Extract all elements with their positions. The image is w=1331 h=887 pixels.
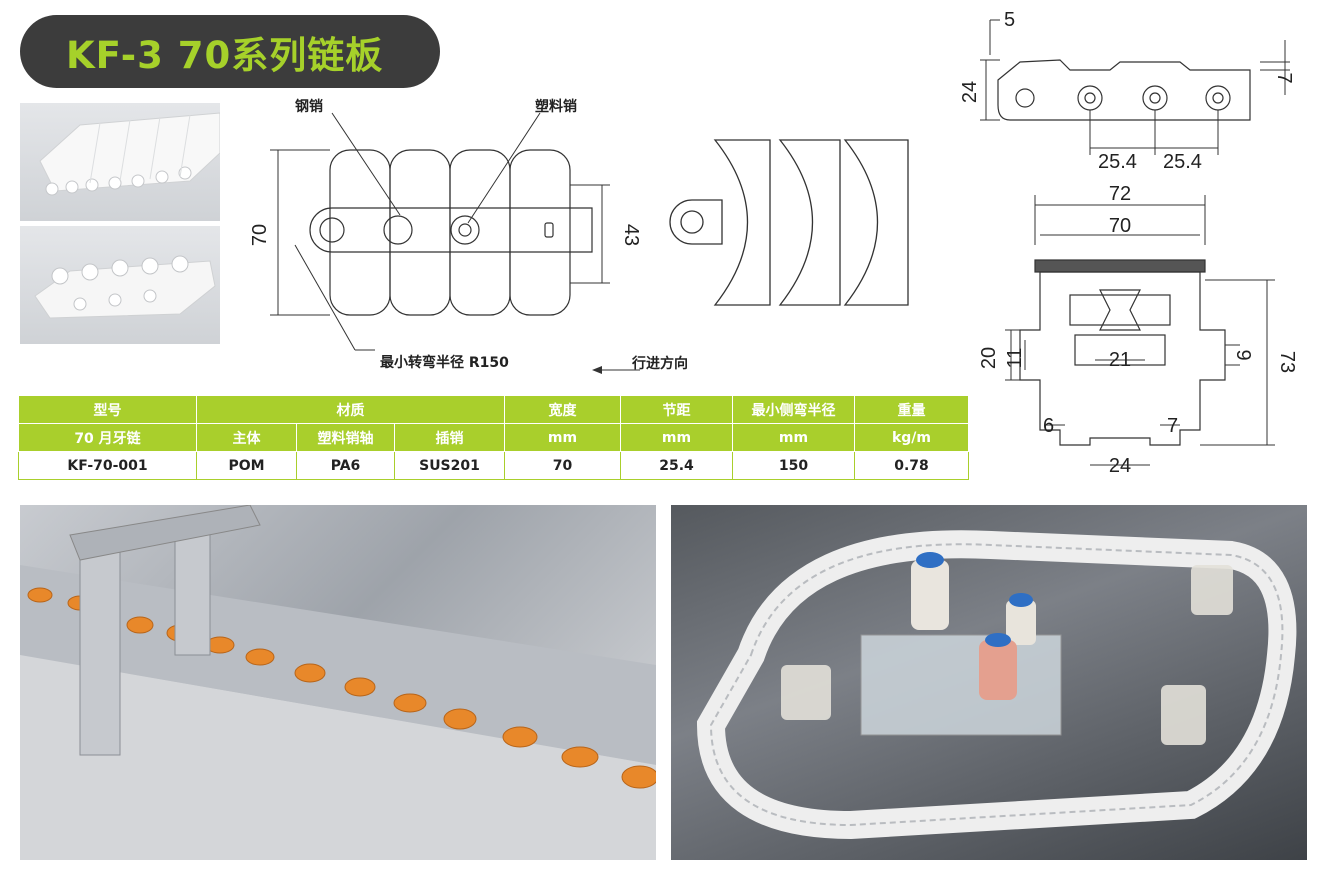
subheader-plastic-pin-shaft: 塑料销轴 [296,423,395,452]
section-dim-left-height: 20 [978,347,1000,369]
side-dim-pitch-a: 25.4 [1098,151,1137,173]
subheader-pitch-unit: mm [620,423,733,452]
subheader-width-unit: mm [504,423,621,452]
section-dim-right-small: 9 [1232,349,1254,360]
travel-direction-label: 行进方向 [631,355,688,372]
track-conveyor-image [696,530,1297,840]
section-dim-center: 21 [1109,349,1131,371]
label-min-turn-radius: 最小转弯半径 R150 [380,354,509,371]
side-dim-offset: 5 [1004,10,1015,31]
product-photo-chain-bottom [20,226,220,344]
title-banner: KF-3 70系列链板 [20,15,440,88]
section-view-drawing: 72 70 21 20 11 9 73 6 7 24 [978,183,1298,477]
crescent-plate-drawing [669,139,909,306]
header-weight: 重量 [854,395,969,424]
section-dim-total-height: 73 [1276,351,1298,373]
plan-view-drawing: 70 43 钢销 塑料销 最小转弯半径 R150 [249,98,640,374]
application-photo-vial-conveyor [20,505,656,860]
page-title: KF-3 70系列链板 [66,33,384,77]
table-row: KF-70-001 POM PA6 SUS201 70 25.4 150 0.7… [18,451,969,480]
vial-conveyor-image [20,505,656,860]
table-header-row-1: 型号 材质 宽度 节距 最小侧弯半径 重量 [18,395,969,424]
header-width: 宽度 [504,395,621,424]
section-dim-foot-left: 6 [1043,415,1054,437]
subheader-radius-unit: mm [732,423,855,452]
spec-table: 型号 材质 宽度 节距 最小侧弯半径 重量 70 月牙链 主体 塑料销轴 插销 … [18,395,969,480]
cell-min-side-radius: 150 [732,451,855,480]
subheader-insert-pin: 插销 [394,423,505,452]
section-dim-left-inner: 11 [1004,348,1026,369]
cell-pitch: 25.4 [620,451,733,480]
side-dim-height: 24 [960,81,981,103]
cell-body: POM [196,451,297,480]
header-model: 型号 [18,395,197,424]
chain-top-image [39,112,220,196]
header-min-side-radius: 最小侧弯半径 [732,395,855,424]
cell-weight: 0.78 [854,451,969,480]
table-header-row-2: 70 月牙链 主体 塑料销轴 插销 mm mm mm kg/m [18,423,969,452]
subheader-body: 主体 [196,423,297,452]
cell-model: KF-70-001 [18,451,197,480]
chain-bottom-image [34,255,216,319]
product-photo-chain-top [20,103,220,221]
travel-direction-arrow [592,366,640,374]
application-photo-track-conveyor [671,505,1307,860]
subheader-series: 70 月牙链 [18,423,197,452]
header-pitch: 节距 [620,395,733,424]
section-dim-foot-right: 7 [1167,415,1178,437]
cell-insert-pin: SUS201 [394,451,505,480]
side-dim-top: 7 [1273,72,1295,83]
side-dim-pitch-b: 25.4 [1163,151,1202,173]
cell-plastic-pin-shaft: PA6 [296,451,395,480]
label-steel-pin: 钢销 [295,98,323,115]
header-material: 材质 [196,395,505,424]
section-dim-outer-width: 72 [1109,183,1131,205]
section-dim-base: 24 [1109,455,1131,477]
subheader-weight-unit: kg/m [854,423,969,452]
plan-dim-width: 70 [249,224,271,246]
section-dim-width: 70 [1109,215,1131,237]
label-plastic-pin: 塑料销 [535,98,577,115]
side-view-drawing: 5 24 7 25.4 25.4 [960,10,1295,173]
plan-dim-inner: 43 [620,224,640,246]
cell-width: 70 [504,451,621,480]
svg-text:行进方向: 行进方向 [631,355,688,372]
